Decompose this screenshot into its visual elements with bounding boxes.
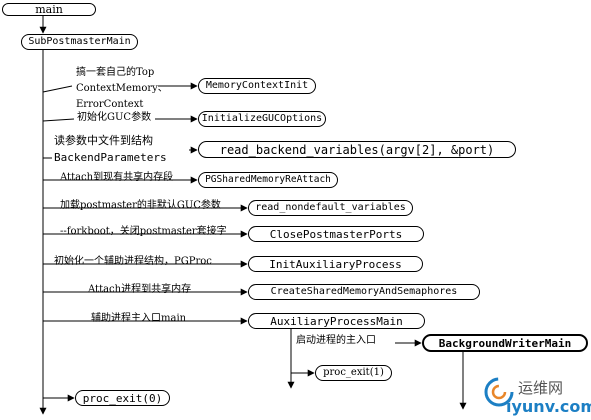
node-pg-shared-memory-reattach: PGSharedMemoryReAttach <box>198 172 338 188</box>
watermark-cn: 运维网 <box>518 379 564 397</box>
label-top-context-3: ErrorContext <box>76 99 144 110</box>
label-top-context-2: ContextMemory、 <box>76 83 168 94</box>
label-attach-aux: Attach进程到共享内存 <box>88 284 192 295</box>
label-start-entry: 启动进程的主入口 <box>296 335 376 346</box>
node-auxiliary-process-main: AuxiliaryProcessMain <box>248 313 425 329</box>
label-attach-shmem: Attach到现有共享内存段 <box>60 172 174 183</box>
label-top-context-1: 搞一套自己的Top <box>76 67 155 78</box>
watermark-emblem-icon <box>484 377 514 407</box>
node-main: main <box>2 3 96 16</box>
node-background-writer-main: BackgroundWriterMain <box>422 334 588 352</box>
node-proc-exit-1: proc_exit(1) <box>315 365 392 381</box>
branch-memory-context <box>42 85 73 93</box>
node-read-nondefault-variables: read_nondefault_variables <box>248 200 413 216</box>
label-backend-params: BackendParameters <box>54 151 167 164</box>
node-read-backend-variables: read_backend_variables(argv[2], &port) <box>198 141 516 158</box>
watermark-logo: 运维网 iyunv.com <box>480 373 591 419</box>
node-initialize-guc-options: InitializeGUCOptions <box>198 111 326 127</box>
label-init-guc: 初始化GUC参数 <box>77 112 152 123</box>
node-create-shared-memory: CreateSharedMemoryAndSemaphores <box>248 284 480 300</box>
label-aux-entry: 辅助进程主入口main <box>91 313 187 324</box>
label-forkboot: --forkboot，关闭postmaster套接字 <box>60 226 227 237</box>
label-read-params: 读参数中文件到结构 <box>54 134 153 147</box>
node-sub-postmaster-main: SubPostmasterMain <box>21 34 138 50</box>
watermark-en: iyunv.com <box>506 397 591 416</box>
node-proc-exit-0: proc_exit(0) <box>75 390 170 406</box>
node-memory-context-init: MemoryContextInit <box>198 78 316 94</box>
label-init-aux: 初始化一个辅助进程结构，PGProc <box>54 256 212 267</box>
branch-guc <box>42 118 75 122</box>
label-load-guc: 加载postmaster的非默认GUC参数 <box>60 200 221 211</box>
node-close-postmaster-ports: ClosePostmasterPorts <box>248 226 424 242</box>
node-init-auxiliary-process: InitAuxiliaryProcess <box>248 256 423 272</box>
